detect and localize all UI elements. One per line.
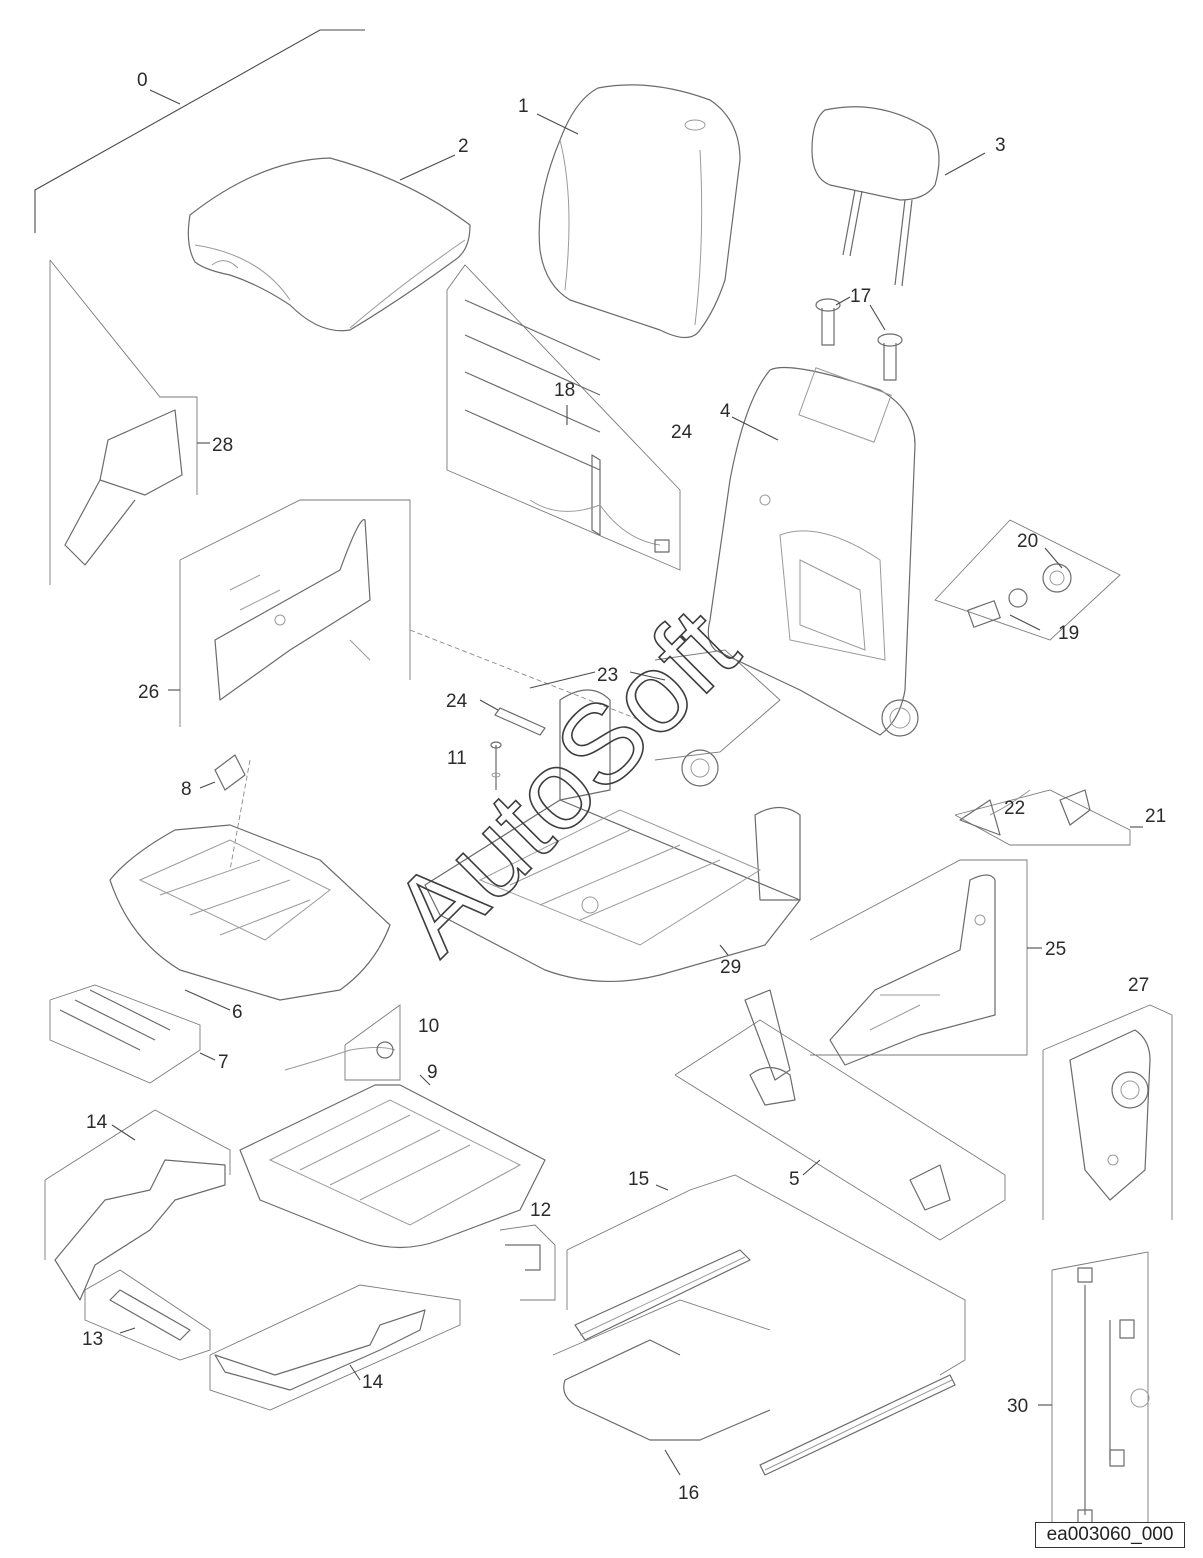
diagram-reference-code: ea003060_000 bbox=[1035, 1522, 1185, 1548]
callout-22: 22 bbox=[1004, 798, 1025, 819]
slide-rails-15 bbox=[566, 1174, 966, 1476]
seat-cushion-cover bbox=[187, 154, 471, 332]
seat-side-bracket-26 bbox=[168, 499, 411, 727]
seat-belt-buckle-5 bbox=[674, 989, 1006, 1241]
callout-17: 17 bbox=[850, 286, 871, 307]
wiring-harness-30 bbox=[1038, 1251, 1150, 1546]
mechanism-13 bbox=[84, 1269, 211, 1361]
callout-13: 13 bbox=[82, 1329, 103, 1350]
callout-20: 20 bbox=[1017, 531, 1038, 552]
callout-4: 4 bbox=[720, 401, 731, 422]
callout-21: 21 bbox=[1145, 806, 1166, 827]
side-components-21-22 bbox=[954, 789, 1143, 846]
cushion-strips-7 bbox=[49, 984, 216, 1084]
recliner-knob-group bbox=[934, 519, 1121, 641]
side-cover-14-left bbox=[44, 1109, 231, 1301]
backrest-cover bbox=[536, 84, 741, 339]
callout-23: 23 bbox=[597, 665, 618, 686]
callout-labels: 0 1 2 3 4 5 6 7 8 9 10 11 12 13 14 14 15… bbox=[82, 70, 1166, 1504]
callout-24-right: 24 bbox=[671, 422, 693, 443]
clip-8 bbox=[199, 754, 251, 871]
callout-1: 1 bbox=[518, 96, 529, 117]
callout-14-right: 14 bbox=[362, 1372, 384, 1393]
assembly-leader bbox=[34, 29, 365, 233]
callout-25: 25 bbox=[1045, 939, 1066, 960]
callout-28: 28 bbox=[212, 435, 233, 456]
backrest-frame bbox=[707, 366, 919, 737]
callout-19: 19 bbox=[1058, 623, 1079, 644]
side-bracket-28 bbox=[49, 259, 210, 585]
callout-14-left: 14 bbox=[86, 1112, 108, 1133]
callout-27: 27 bbox=[1128, 975, 1149, 996]
seat-cushion-tray bbox=[109, 824, 391, 1011]
cable-10 bbox=[284, 1004, 401, 1081]
watermark: AutoSoft bbox=[369, 585, 761, 977]
callout-2: 2 bbox=[458, 136, 469, 157]
lumbar-support bbox=[446, 264, 681, 571]
callout-24-left: 24 bbox=[446, 691, 468, 712]
callout-12: 12 bbox=[530, 1200, 551, 1221]
callout-3: 3 bbox=[995, 135, 1006, 156]
headrest bbox=[811, 106, 986, 287]
side-cover-14-right bbox=[209, 1284, 461, 1411]
base-plate-9 bbox=[239, 1074, 546, 1249]
callout-8: 8 bbox=[181, 779, 192, 800]
adjustment-bar-16 bbox=[552, 1299, 771, 1476]
pivot-hardware bbox=[409, 629, 781, 787]
callout-6: 6 bbox=[232, 1002, 243, 1023]
callout-18: 18 bbox=[554, 380, 575, 401]
callout-0: 0 bbox=[137, 70, 148, 91]
side-panel-25 bbox=[809, 859, 1042, 1066]
callout-29: 29 bbox=[720, 957, 741, 978]
callout-7: 7 bbox=[218, 1052, 229, 1073]
callout-5: 5 bbox=[789, 1169, 800, 1190]
side-shield-27 bbox=[1042, 1004, 1173, 1220]
callout-9: 9 bbox=[427, 1062, 438, 1083]
callout-10: 10 bbox=[418, 1016, 439, 1037]
callout-15: 15 bbox=[628, 1169, 649, 1190]
callout-26: 26 bbox=[138, 682, 159, 703]
bolt-11 bbox=[490, 741, 502, 790]
callout-11: 11 bbox=[447, 748, 467, 769]
clip-12 bbox=[499, 1224, 556, 1301]
callout-30: 30 bbox=[1007, 1396, 1028, 1417]
headrest-guides bbox=[815, 296, 903, 381]
callout-16: 16 bbox=[678, 1483, 699, 1504]
seat-pan-frame bbox=[424, 689, 801, 983]
